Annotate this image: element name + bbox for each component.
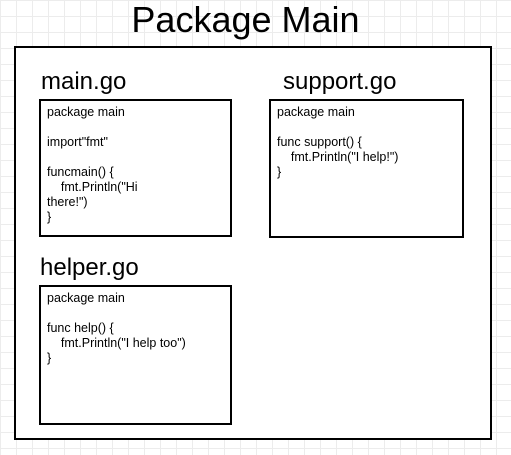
code-line: import"fmt" <box>47 135 108 149</box>
code-line: package main <box>47 105 125 119</box>
code-line: package main <box>277 105 355 119</box>
code-line: func help() { <box>47 321 114 335</box>
code-line: } <box>47 210 52 224</box>
code-box-main: package main import"fmt" funcmain() { fm… <box>39 99 232 237</box>
file-label-helper: helper.go <box>40 254 139 281</box>
code-line: } <box>47 351 52 365</box>
code-line: fmt.Println("I help too") <box>47 336 186 350</box>
code-line <box>277 120 456 135</box>
code-line: funcmain() { <box>47 165 114 179</box>
code-line <box>47 120 224 135</box>
code-box-helper: package main func help() { fmt.Println("… <box>39 285 232 425</box>
code-line: } <box>277 165 282 179</box>
code-line <box>47 150 224 165</box>
code-line: fmt.Println("I help!") <box>277 150 399 164</box>
code-line: func support() { <box>277 135 362 149</box>
code-line: package main <box>47 291 125 305</box>
code-line <box>47 306 224 321</box>
code-line: there!") <box>47 195 88 209</box>
file-label-support: support.go <box>283 68 397 95</box>
file-label-main: main.go <box>41 68 127 95</box>
code-box-support: package main func support() { fmt.Printl… <box>269 99 464 238</box>
code-line: fmt.Println("Hi <box>47 180 138 194</box>
diagram-title: Package Main <box>131 0 360 40</box>
